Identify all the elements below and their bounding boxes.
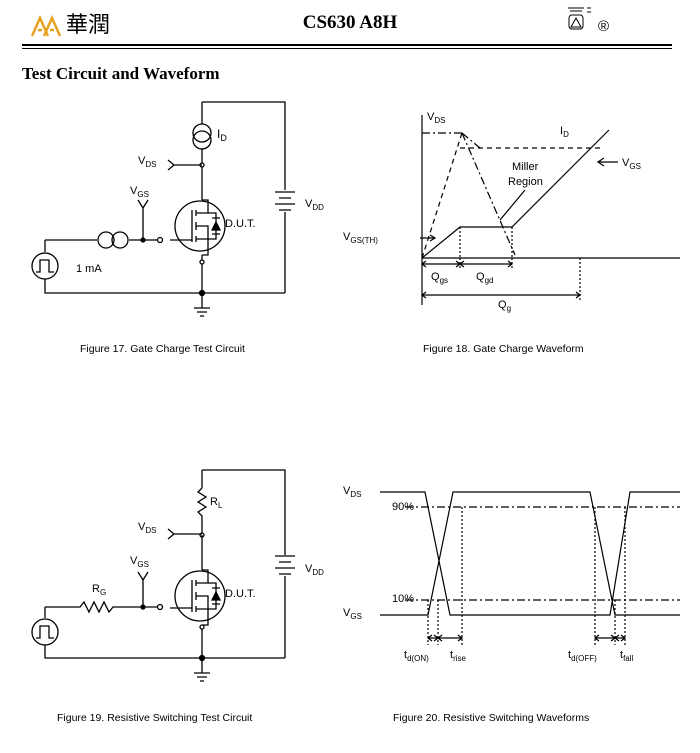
label-td-off: td(OFF)	[568, 649, 597, 663]
label-vgsth: VGS(TH)	[343, 231, 378, 245]
company-logo: 華潤	[30, 12, 110, 37]
label-qgd: Qgd	[476, 271, 493, 285]
label-qgs: Qgs	[431, 271, 448, 285]
label-miller-2: Region	[508, 176, 543, 188]
label-rg: RG	[92, 583, 106, 597]
certification-mark: ®	[568, 7, 609, 35]
section-title: Test Circuit and Waveform	[22, 64, 220, 83]
label-90-percent: 90%	[392, 501, 414, 513]
label-vds: VDS	[138, 521, 156, 535]
gate-charge-waveform: VDS ID Miller Region VGS VGS(TH) Qgs Qgd…	[343, 111, 680, 313]
label-vds: VDS	[343, 485, 361, 499]
label-dut: D.U.T.	[225, 588, 256, 600]
label-vgs: VGS	[130, 185, 149, 199]
seal-icon	[568, 7, 591, 30]
mosfet-icon	[174, 200, 226, 252]
figure-18-caption: Figure 18. Gate Charge Waveform	[423, 343, 584, 355]
label-t-fall: tfall	[620, 649, 634, 663]
figure-19-caption: Figure 19. Resistive Switching Test Circ…	[57, 712, 253, 724]
resistive-switching-waveforms: VDS VGS 90% 10% td(ON) trise td(OFF) tfa…	[343, 485, 680, 663]
label-vds: VDS	[427, 111, 445, 125]
label-vgs: VGS	[622, 157, 641, 171]
logo-mark-icon	[30, 14, 62, 37]
label-10-percent: 10%	[392, 593, 414, 605]
label-vds: VDS	[138, 155, 156, 169]
label-qg: Qg	[498, 299, 511, 313]
label-vdd: VDD	[305, 198, 324, 212]
document-title: CS630 A8H	[302, 12, 398, 33]
registered-mark: ®	[598, 18, 609, 35]
label-vgs: VGS	[343, 607, 362, 621]
label-vdd: VDD	[305, 563, 324, 577]
label-rl: RL	[210, 496, 223, 510]
label-td-on: td(ON)	[404, 649, 429, 663]
header-rule-thin	[22, 48, 672, 49]
label-t-rise: trise	[450, 649, 467, 663]
label-id: ID	[217, 127, 227, 143]
label-current: 1 mA	[76, 263, 102, 275]
mosfet-icon	[174, 570, 226, 622]
header-rule	[22, 44, 672, 46]
gate-charge-test-circuit: ID VDS VGS VDD D.U.T. 1 mA	[31, 101, 324, 317]
resistive-switching-test-circuit: RL VDS VGS RG VDD D.U.T.	[31, 469, 324, 682]
figure-17-caption: Figure 17. Gate Charge Test Circuit	[80, 343, 245, 355]
figure-20-caption: Figure 20. Resistive Switching Waveforms	[393, 712, 590, 724]
label-id: ID	[560, 125, 569, 139]
label-dut: D.U.T.	[225, 218, 256, 230]
label-vgs: VGS	[130, 555, 149, 569]
label-miller-1: Miller	[512, 161, 539, 173]
resistor-icon	[196, 487, 208, 535]
logo-text: 華潤	[66, 12, 110, 37]
